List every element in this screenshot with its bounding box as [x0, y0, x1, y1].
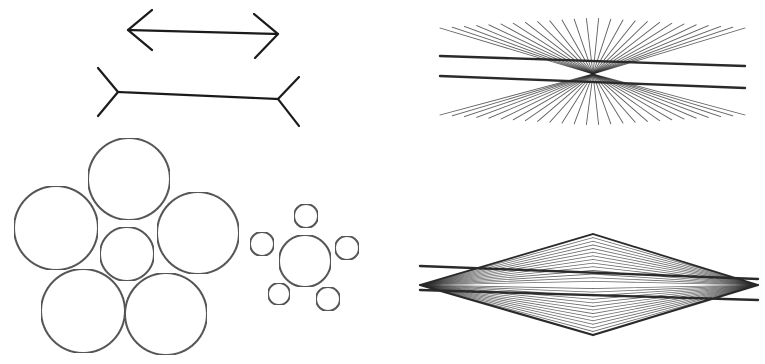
ebbinghaus-large-outer-circle — [14, 186, 98, 270]
ebbinghaus-large-outer-circle — [41, 269, 125, 353]
ebbinghaus-large-outer-circle — [125, 273, 207, 355]
hering-ray — [593, 27, 733, 74]
hering-ray — [593, 26, 708, 74]
hering-ray — [593, 28, 745, 74]
hering-ray — [593, 74, 745, 115]
muller-lyer-arrow-inward — [128, 10, 278, 58]
hering-ray — [593, 74, 696, 118]
ebbinghaus-small-outer-circle — [250, 232, 274, 256]
hering-ray — [593, 74, 733, 116]
hering-ray — [501, 24, 593, 74]
wundt-figure — [420, 234, 758, 335]
hering-ray — [593, 74, 660, 121]
wundt-converging-line — [593, 285, 758, 317]
hering-ray — [525, 22, 593, 74]
hering-ray — [593, 25, 696, 74]
ebbinghaus-large-center-circle — [100, 227, 154, 281]
ebbinghaus-large-outer-circle — [88, 138, 170, 220]
hering-ray — [593, 74, 708, 117]
ebbinghaus-small-outer-circle — [316, 287, 340, 311]
ebbinghaus-large-outer-circle — [157, 192, 239, 274]
muller-lyer-figure — [98, 10, 299, 126]
wundt-converging-line — [593, 252, 758, 285]
ebbinghaus-small-outer-circle — [294, 204, 318, 228]
hering-ray — [477, 26, 593, 74]
hering-ray — [593, 74, 672, 120]
ebbinghaus-small-center-circle — [279, 235, 331, 287]
ebbinghaus-small-outer-circle — [335, 236, 359, 260]
muller-lyer-arrow-outward — [98, 68, 299, 126]
hering-ray — [489, 25, 593, 74]
hering-figure — [440, 18, 745, 124]
hering-ray — [593, 22, 660, 74]
hering-ray — [452, 27, 593, 74]
ebbinghaus-small-outer-circle — [268, 283, 290, 305]
ebbinghaus-large-figure — [14, 138, 239, 355]
ebbinghaus-small-figure — [250, 204, 359, 311]
hering-parallel-line — [440, 56, 745, 66]
